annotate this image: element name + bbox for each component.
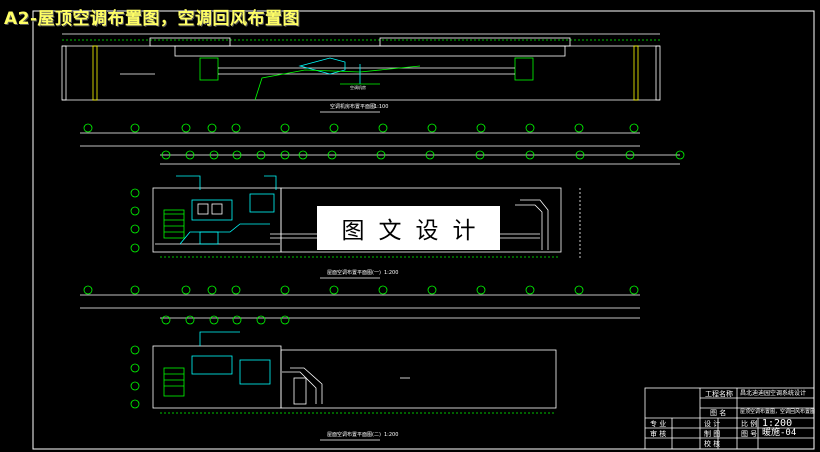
- watermark-label: 图文设计: [317, 206, 500, 250]
- tb-drawing-value: 屋顶空调布置图，空调回风布置图: [740, 409, 816, 415]
- tb-check-label: 校 核: [704, 440, 721, 448]
- plan-two: [80, 285, 640, 441]
- equipment-room-note: 空调机房: [350, 85, 366, 90]
- page-title: A2-屋顶空调布置图，空调回风布置图: [4, 9, 301, 29]
- roof-section: [61, 33, 661, 113]
- drawing-border: [32, 10, 815, 450]
- title-block-frame: [644, 387, 815, 450]
- plan2-title: 屋面空调布置平面图(二): [327, 432, 381, 438]
- tb-drawing-label: 图 名: [710, 409, 727, 417]
- tb-number-label: 图 号: [741, 430, 758, 438]
- tb-scale-value: 1:200: [762, 418, 793, 429]
- tb-drafter-label: 制 图: [704, 430, 721, 438]
- plan1-title: 屋面空调布置平面图(一): [327, 270, 381, 276]
- plan1-scale: 1:200: [384, 270, 399, 276]
- tb-major-label: 专 业: [650, 420, 667, 428]
- tb-scale-label: 比 例: [741, 420, 758, 428]
- tb-number-value: 暖施-04: [762, 428, 797, 438]
- tb-project-value: 昌北迪迪园空调系统设计: [740, 390, 807, 397]
- plan2-scale: 1:200: [384, 432, 399, 438]
- plan-one: [80, 123, 685, 279]
- tb-review-label: 审 核: [650, 430, 667, 438]
- roof-plan-title: 空调机房布置平面图: [330, 104, 376, 110]
- tb-design-label: 设 计: [704, 420, 721, 428]
- tb-project-label: 工程名称: [705, 390, 733, 398]
- roof-plan-scale: 1:100: [374, 104, 389, 110]
